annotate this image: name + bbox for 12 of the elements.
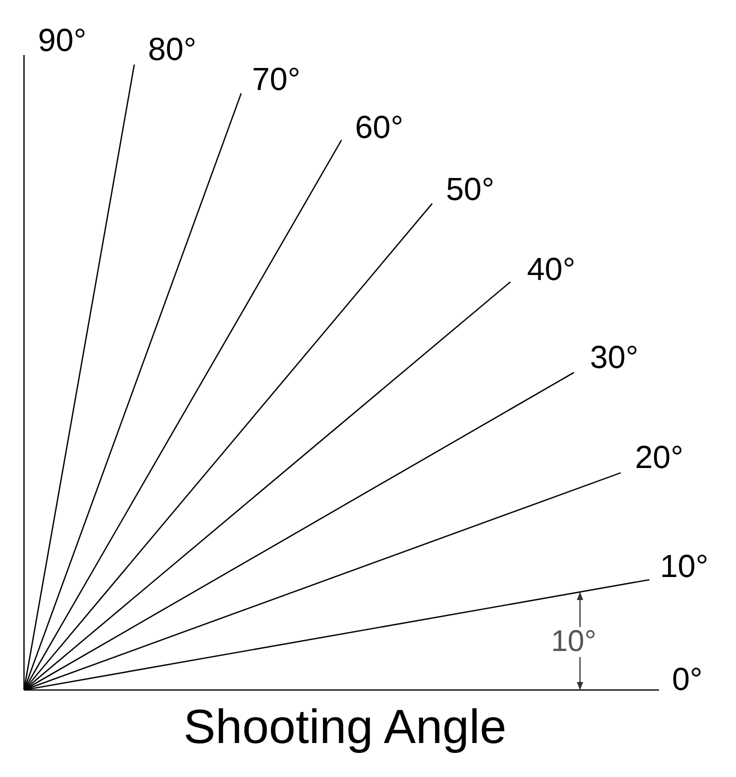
angle-label: 60° xyxy=(355,111,404,143)
angle-label: 70° xyxy=(252,63,300,95)
angle-label: 30° xyxy=(590,341,638,373)
dimension-label: 10° xyxy=(551,627,596,657)
caption: Shooting Angle xyxy=(182,704,508,752)
angle-label: 20° xyxy=(635,441,684,473)
angle-label: 50° xyxy=(446,173,494,205)
angle-label: 40° xyxy=(527,253,576,285)
angle-label: 80° xyxy=(148,33,196,65)
angle-label: 90° xyxy=(38,24,86,56)
angle-label: 0° xyxy=(672,663,703,695)
angle-label: 10° xyxy=(660,550,708,582)
